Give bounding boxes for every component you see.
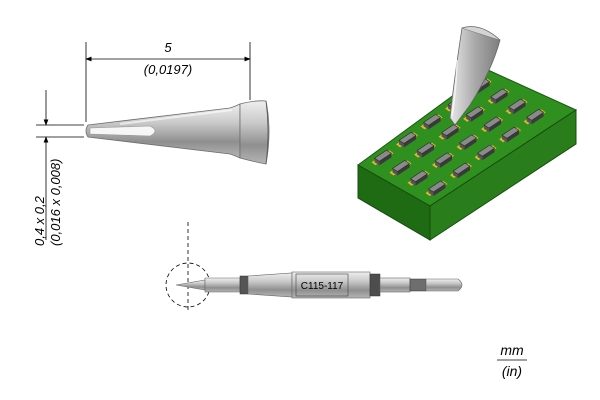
tip-over-pcb (449, 26, 501, 126)
units-legend: mm (in) (497, 342, 527, 379)
smd-component (425, 180, 448, 197)
smd-component (487, 88, 510, 104)
length-dimension: 5 (0,0197) (85, 40, 251, 122)
tip-mm-label: 0,4 x 0,2 (32, 195, 47, 246)
pcb-illustration (357, 69, 578, 241)
smd-component (414, 142, 437, 158)
units-mm: mm (500, 342, 524, 358)
smd-component (407, 170, 430, 186)
smd-component (432, 152, 455, 168)
units-in: (in) (502, 363, 522, 379)
smd-component (481, 116, 504, 132)
smd-component (523, 108, 546, 125)
smd-component (505, 98, 528, 115)
tip-in-label: (0,016 x 0,008) (48, 159, 63, 246)
smd-component (474, 144, 497, 161)
smd-component (396, 131, 419, 148)
tip-dimension: 0,4 x 0,2 (0,016 x 0,008) (32, 90, 84, 246)
smd-component (463, 106, 486, 122)
smd-component (371, 149, 394, 166)
cartridge-overview: C115-117 (165, 222, 463, 312)
smd-component (438, 124, 461, 140)
cartridge-model-label: C115-117 (301, 281, 344, 292)
smd-component (456, 134, 479, 150)
smd-component (420, 114, 443, 130)
smd-component (450, 162, 473, 179)
length-mm-label: 5 (164, 40, 172, 55)
length-in-label: (0,0197) (144, 62, 192, 77)
smd-component (499, 126, 522, 143)
smd-component (389, 160, 412, 176)
tip-enlarged (85, 100, 270, 165)
